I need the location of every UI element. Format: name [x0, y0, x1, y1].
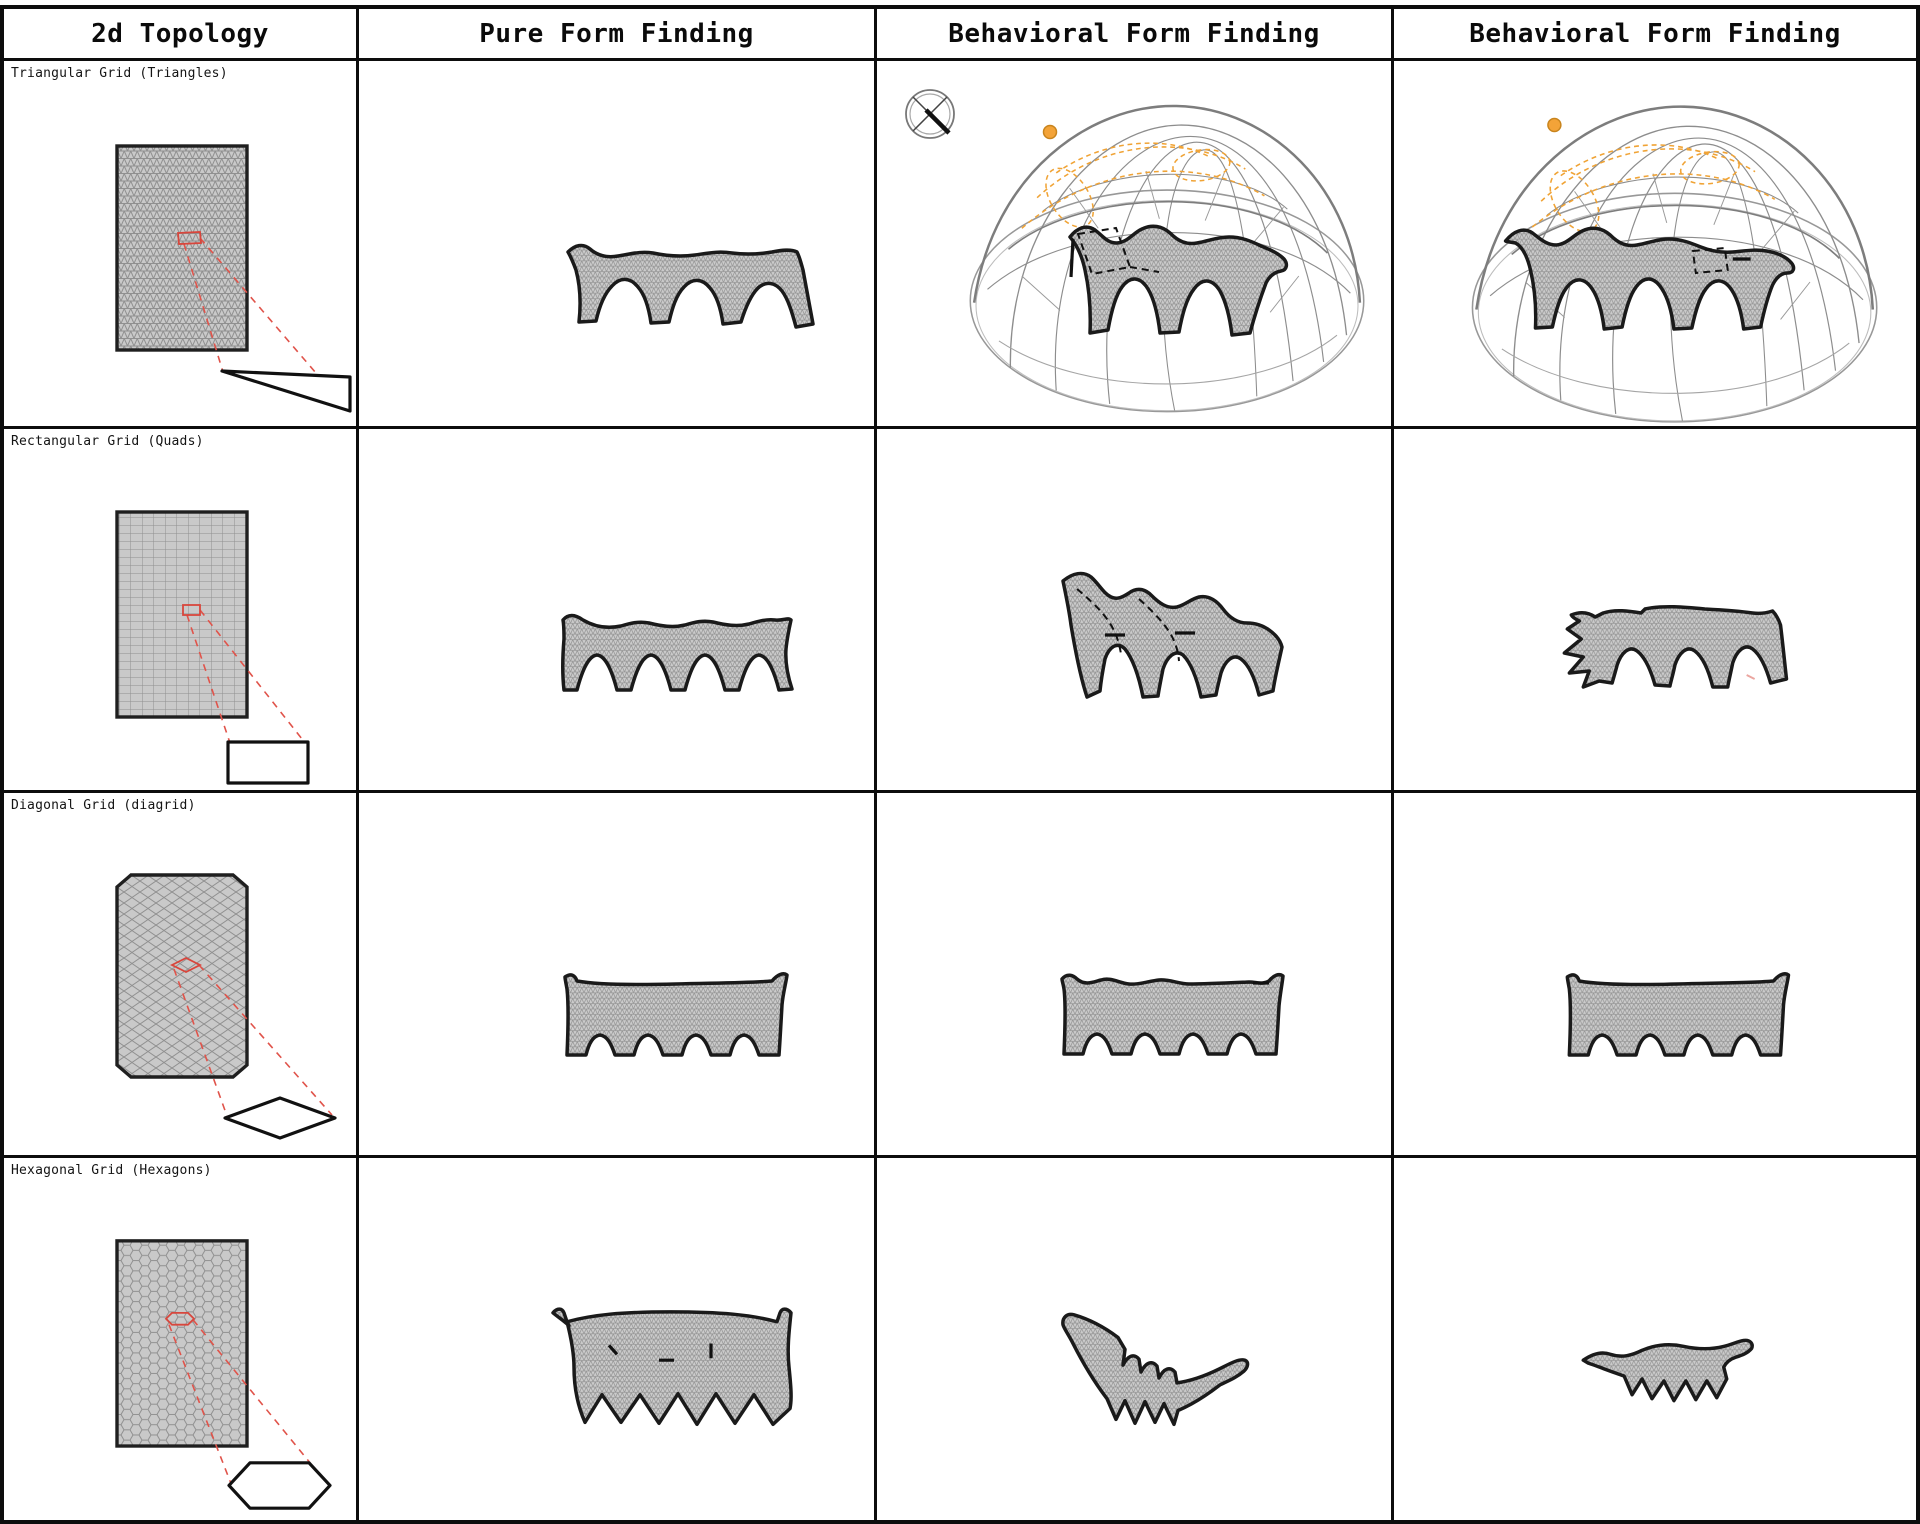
canopy-mesh	[563, 972, 789, 1057]
edge-bar	[1105, 631, 1195, 637]
canopy-illustration	[1562, 604, 1789, 689]
canopy-mesh	[1565, 972, 1791, 1057]
cell-hexagonal-pure	[359, 1158, 874, 1520]
highlighted-grid-cell	[169, 956, 203, 974]
canopy-mesh	[1581, 1338, 1754, 1403]
header-label: Behavioral Form Finding	[948, 18, 1320, 49]
canopy-mesh	[1068, 224, 1289, 337]
header-label: Behavioral Form Finding	[1469, 18, 1841, 49]
shadow-outline-dashed	[1076, 588, 1180, 662]
header-label: Pure Form Finding	[479, 18, 754, 49]
diagonal-grid-illustration	[115, 873, 337, 1140]
edge-bar	[1069, 238, 1075, 278]
canopy-illustration	[1061, 571, 1284, 699]
zoom-callout-hexagon	[227, 1461, 332, 1510]
canopy-illustration	[563, 972, 789, 1057]
row-label: Hexagonal Grid (Hexagons)	[11, 1163, 212, 1178]
canopy-mesh	[1060, 972, 1285, 1056]
header-label: 2d Topology	[91, 18, 269, 49]
canopy-illustration	[566, 243, 815, 329]
cell-rectangular-pure	[359, 429, 874, 790]
cell-diagonal-behavioral-1	[877, 793, 1391, 1155]
canopy-mesh	[1061, 571, 1284, 699]
zoom-callout-lines	[168, 1319, 328, 1484]
canopy-illustration	[1565, 972, 1791, 1057]
column-header-behavioral-form-finding-1: Behavioral Form Finding	[877, 9, 1391, 58]
compass-icon	[905, 89, 955, 139]
zoom-callout-lines	[173, 964, 333, 1117]
canopy-illustration	[1060, 972, 1285, 1056]
diagonal-grid-swatch	[115, 873, 249, 1079]
shadow-outline-dashed	[1076, 226, 1160, 276]
canopy-illustration	[561, 613, 794, 692]
edge-bar	[607, 1343, 713, 1362]
hexagonal-grid-illustration	[115, 1239, 332, 1510]
triangular-grid-swatch	[115, 144, 249, 352]
column-header-2d-topology: 2d Topology	[4, 9, 356, 58]
cell-triangular-topology: Triangular Grid (Triangles)	[4, 61, 356, 426]
rectangular-grid-illustration	[115, 510, 310, 785]
cell-hexagonal-topology: Hexagonal Grid (Hexagons)	[4, 1158, 356, 1520]
hexagonal-grid-swatch	[115, 1239, 249, 1448]
canopy-mesh	[1562, 604, 1789, 689]
sun-icon	[1042, 124, 1058, 140]
zoom-callout-triangle	[220, 369, 352, 413]
rectangular-grid-swatch	[115, 510, 249, 719]
red-speck	[1746, 674, 1756, 680]
cell-hexagonal-behavioral-1	[877, 1158, 1391, 1520]
highlighted-grid-cell	[182, 604, 201, 616]
canopy-illustration	[1581, 1338, 1754, 1403]
row-label: Triangular Grid (Triangles)	[11, 66, 228, 81]
zoom-callout-diamond	[223, 1096, 337, 1140]
cell-hexagonal-behavioral-2	[1394, 1158, 1916, 1520]
cell-rectangular-behavioral-2	[1394, 429, 1916, 790]
column-header-pure-form-finding: Pure Form Finding	[359, 9, 874, 58]
canopy-mesh	[551, 1307, 793, 1427]
triangular-grid-illustration	[115, 144, 352, 413]
cell-triangular-behavioral-1	[877, 61, 1391, 426]
sun-icon	[1547, 117, 1562, 133]
cell-diagonal-behavioral-2	[1394, 793, 1916, 1155]
behavioral-scene	[905, 89, 1365, 413]
highlighted-grid-cell	[177, 231, 202, 245]
cell-triangular-behavioral-2	[1394, 61, 1916, 426]
cell-diagonal-topology: Diagonal Grid (diagrid)	[4, 793, 356, 1155]
cell-rectangular-behavioral-1	[877, 429, 1391, 790]
column-header-behavioral-form-finding-2: Behavioral Form Finding	[1394, 9, 1916, 58]
canopy-mesh	[1061, 1312, 1250, 1427]
zoom-callout-rectangle	[226, 740, 310, 785]
behavioral-scene	[1471, 105, 1879, 424]
row-label: Diagonal Grid (diagrid)	[11, 798, 196, 813]
canopy-illustration	[1061, 1312, 1250, 1427]
cell-triangular-pure	[359, 61, 874, 426]
row-label: Rectangular Grid (Quads)	[11, 434, 204, 449]
canopy-illustration	[551, 1307, 793, 1427]
canopy-mesh	[561, 613, 794, 692]
canopy-mesh	[1503, 226, 1796, 331]
highlighted-grid-cell	[164, 1311, 196, 1326]
cell-diagonal-pure	[359, 793, 874, 1155]
topology-comparison-matrix: 2d Topology Pure Form Finding Behavioral…	[0, 5, 1920, 1524]
canopy-mesh	[566, 243, 815, 329]
shadow-outline-dashed	[1691, 246, 1729, 275]
zoom-callout-lines	[186, 609, 307, 745]
cell-rectangular-topology: Rectangular Grid (Quads)	[4, 429, 356, 790]
